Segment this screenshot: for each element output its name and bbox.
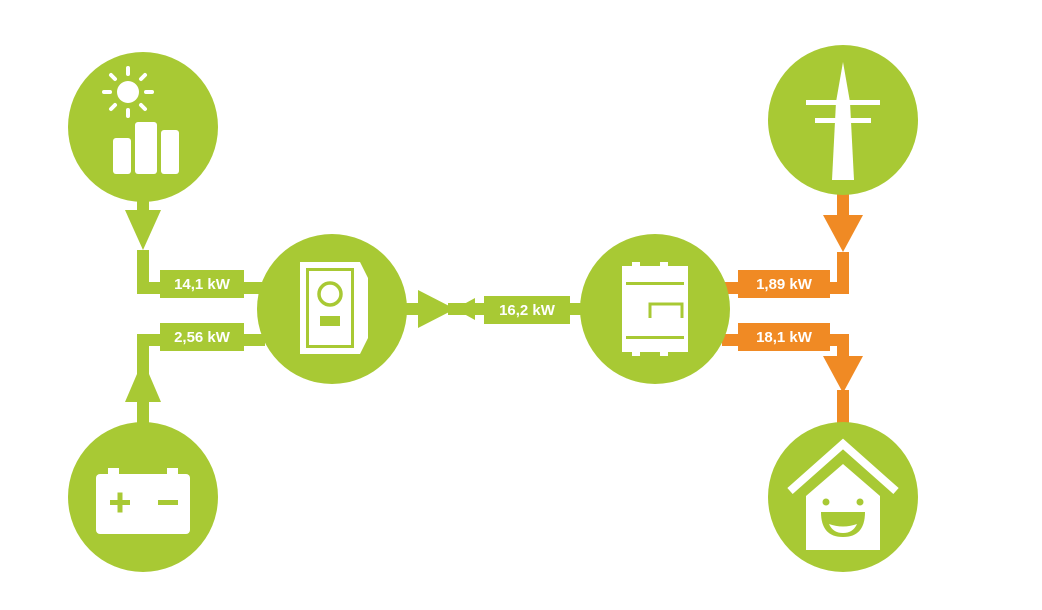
smiling-house-icon [787, 438, 899, 550]
flow-inverter-to-meter: 16,2 kW [400, 290, 595, 328]
solar-pv-icon [102, 66, 179, 174]
energy-meter-icon [622, 262, 688, 356]
flow-grid-to-meter: 1,89 kW [722, 192, 863, 298]
node-meter [580, 234, 730, 384]
node-house [768, 422, 918, 572]
inverter-icon [300, 262, 368, 354]
flow-house-value: 18,1 kW [756, 329, 813, 346]
flow-pv-value: 14,1 kW [174, 276, 231, 293]
flow-meter-to-house: 18,1 kW [722, 323, 863, 430]
node-pv [68, 52, 218, 202]
power-pylon-icon [806, 62, 880, 180]
node-battery [68, 422, 218, 572]
node-inverter [257, 234, 407, 384]
flow-pv-to-inverter: 14,1 kW [125, 175, 265, 298]
flow-grid-value: 1,89 kW [756, 276, 813, 293]
flow-battery-to-inverter: 2,56 kW [125, 323, 265, 430]
node-grid [768, 45, 918, 195]
flow-battery-value: 2,56 kW [174, 329, 231, 346]
battery-icon [96, 468, 190, 534]
flow-inverter-meter-value: 16,2 kW [499, 302, 556, 319]
